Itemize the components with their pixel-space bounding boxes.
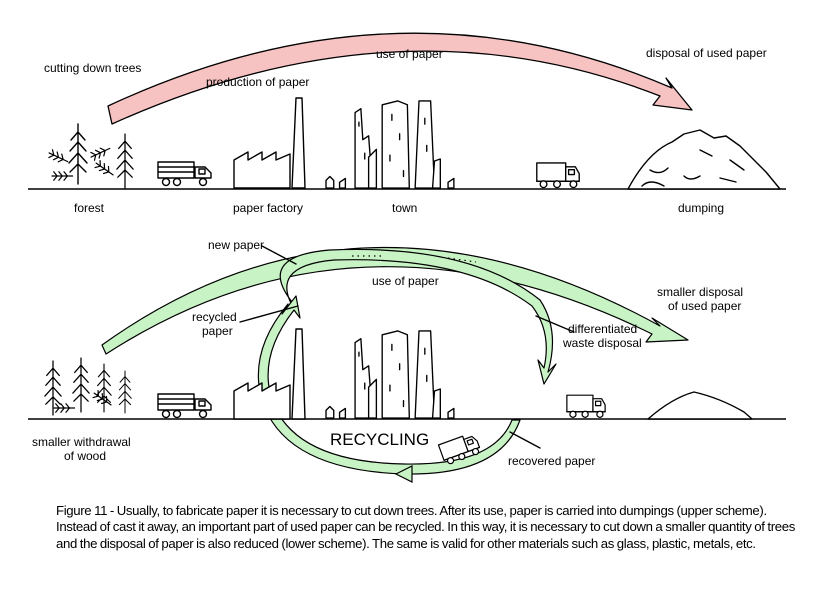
label-differentiated-1: differentiated: [568, 322, 637, 336]
dumping-heap-icon: [627, 129, 781, 190]
label-town: town: [392, 201, 417, 215]
paper-factory-icon: [233, 97, 306, 189]
recycling-diagram: cutting down trees production of paper u…: [28, 32, 786, 483]
label-recycling: RECYCLING: [330, 430, 429, 449]
lower-log-truck-icon: [157, 393, 212, 419]
label-withdrawal-1: smaller withdrawal: [32, 435, 131, 449]
upper-flow-arrow: [107, 32, 693, 125]
leader-new-paper: [261, 245, 297, 265]
label-use-of-paper-lower: use of paper: [372, 274, 439, 288]
label-smaller-disposal-1: smaller disposal: [657, 285, 743, 299]
label-new-paper: new paper: [208, 238, 264, 252]
lower-town-icon: [325, 330, 455, 419]
lower-garbage-truck-icon: [566, 394, 606, 418]
small-forest-icon: [44, 357, 132, 416]
leader-recovered-paper: [509, 431, 541, 449]
loop-arrowhead-icon: [394, 465, 413, 483]
garbage-truck-icon: [536, 162, 580, 189]
label-use-of-paper-upper: use of paper: [376, 47, 443, 61]
leader-differentiated: [535, 315, 575, 333]
label-paper-factory: paper factory: [233, 201, 303, 215]
label-recycled-2: paper: [202, 324, 233, 338]
label-disposal-of-used-paper: disposal of used paper: [646, 46, 767, 60]
figure-caption: Figure 11 - Usually, to fabricate paper …: [56, 503, 795, 551]
leader-recycled-paper: [239, 305, 299, 323]
label-withdrawal-2: of wood: [64, 449, 106, 463]
recycling-loop-arrow: [279, 248, 557, 385]
log-truck-icon: [157, 161, 212, 187]
label-cutting-down-trees: cutting down trees: [44, 61, 141, 75]
label-forest: forest: [74, 201, 105, 215]
town-icon: [325, 100, 455, 189]
lower-scheme: new paper use of paper smaller disposal …: [28, 238, 786, 483]
label-production-of-paper: production of paper: [206, 75, 309, 89]
label-dumping: dumping: [678, 201, 724, 215]
small-heap-icon: [647, 391, 753, 420]
forest-icon: [46, 123, 134, 189]
upper-scheme: cutting down trees production of paper u…: [28, 32, 786, 215]
label-smaller-disposal-2: of used paper: [668, 299, 741, 313]
label-differentiated-2: waste disposal: [562, 336, 642, 350]
label-recovered-paper: recovered paper: [508, 454, 595, 468]
label-recycled-1: recycled: [192, 310, 237, 324]
